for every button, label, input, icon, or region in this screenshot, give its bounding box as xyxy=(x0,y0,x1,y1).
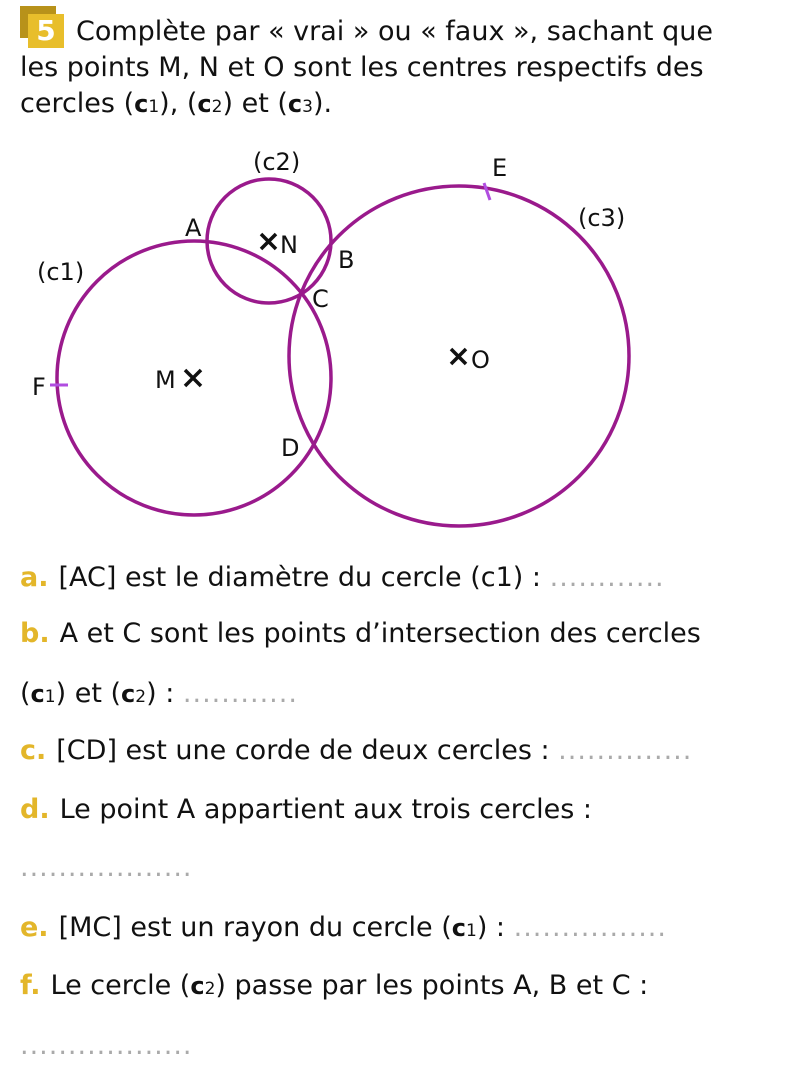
text-fragment: e. xyxy=(20,912,49,943)
text-fragment: a. xyxy=(20,562,49,593)
label-O: O xyxy=(471,346,490,374)
question-d: d. Le point A appartient aux trois cercle… xyxy=(20,794,592,825)
label-E: E xyxy=(492,154,507,182)
tick-E xyxy=(482,182,492,201)
text-fragment: cercles ( xyxy=(20,88,135,119)
text-fragment: ). xyxy=(312,88,333,119)
label-F: F xyxy=(32,373,46,401)
text-fragment: 1 xyxy=(148,97,160,117)
answer-blank-a[interactable]: ............ xyxy=(549,562,665,593)
answer-blank-b[interactable]: ............ xyxy=(182,678,298,709)
answer-blank-c[interactable]: .............. xyxy=(558,735,693,766)
question-b: b. A et C sont les points d’intersection … xyxy=(20,618,701,649)
text-fragment: 2 xyxy=(204,979,216,999)
question-a: a.[AC] est le diamètre du cercle (c1) : … xyxy=(20,562,665,593)
text-fragment: b. xyxy=(20,618,50,649)
circles-figure: A B C D E F M N O (c1) (c2) (c3) xyxy=(32,148,631,528)
answer-blank-f[interactable]: .................. xyxy=(20,1030,193,1061)
answer-blank-d[interactable]: .................. xyxy=(20,852,193,883)
text-fragment: 1 xyxy=(44,687,56,707)
text-fragment: 1 xyxy=(465,921,477,941)
text-fragment: [AC] est le diamètre du cercle (c1) : xyxy=(58,562,542,593)
text-fragment: d. xyxy=(20,794,50,825)
text-fragment: ( xyxy=(20,678,31,709)
text-fragment: 2 xyxy=(135,687,147,707)
question-f-blank-line: .................. xyxy=(20,1030,193,1061)
text-fragment: ), ( xyxy=(159,88,198,119)
text-fragment: c xyxy=(451,914,466,942)
question-e: e. [MC] est un rayon du cercle (c1) : ...… xyxy=(20,912,667,943)
label-C: C xyxy=(312,285,329,313)
text-fragment: c xyxy=(134,90,149,118)
instruction-line-3: cercles (c1), (c2) et (c3). xyxy=(20,88,332,119)
exercise-number-badge: 5 xyxy=(20,6,64,48)
text-fragment: ) : xyxy=(146,678,175,709)
text-fragment: c. xyxy=(20,735,47,766)
question-b-cont: (c1) et (c2) : ............ xyxy=(20,678,298,709)
text-fragment: Le point A appartient aux trois cercles … xyxy=(59,794,592,825)
question-f: f. Le cercle (c2) passe par les points A,… xyxy=(20,970,648,1001)
circle-c1 xyxy=(55,239,333,517)
text-fragment: 3 xyxy=(302,97,313,117)
label-A: A xyxy=(185,214,202,242)
question-c: c. [CD] est une corde de deux cercles : .… xyxy=(20,735,692,766)
text-fragment: f. xyxy=(20,970,41,1001)
exercise-number: 5 xyxy=(28,14,64,48)
text-fragment: Le cercle ( xyxy=(50,970,191,1001)
text-fragment: ) passe par les points A, B et C : xyxy=(215,970,649,1001)
text-fragment: c xyxy=(121,680,136,708)
circle-c3 xyxy=(287,184,631,528)
text-fragment: [CD] est une corde de deux cercles : xyxy=(56,735,550,766)
label-M: M xyxy=(155,366,176,394)
text-fragment: A et C sont les points d’intersection de… xyxy=(59,618,701,649)
text-fragment: ) : xyxy=(476,912,506,943)
text-fragment: c xyxy=(190,972,205,1000)
circle-c2 xyxy=(205,177,333,305)
text-fragment: c xyxy=(197,90,212,118)
label-N: N xyxy=(280,231,298,259)
answer-blank-e[interactable]: ................ xyxy=(513,912,667,943)
cross-M xyxy=(183,368,203,388)
text-fragment: 2 xyxy=(211,97,223,117)
label-c1: (c1) xyxy=(37,258,84,286)
label-c2: (c2) xyxy=(253,148,300,176)
text-fragment: c xyxy=(287,90,303,118)
cross-O xyxy=(449,347,468,366)
text-fragment: ) et ( xyxy=(222,88,288,119)
instruction-line-2: les points M, N et O sont les centres re… xyxy=(20,52,704,83)
text-fragment: c xyxy=(30,680,45,708)
text-fragment: [MC] est un rayon du cercle ( xyxy=(58,912,452,943)
cross-N xyxy=(259,232,278,251)
text-fragment: ) et ( xyxy=(55,678,122,709)
label-D: D xyxy=(281,434,299,462)
instruction-line-1: Complète par « vrai » ou « faux », sacha… xyxy=(76,16,713,47)
question-d-blank-line: .................. xyxy=(20,852,193,883)
label-c3: (c3) xyxy=(578,204,625,232)
label-B: B xyxy=(338,246,354,274)
